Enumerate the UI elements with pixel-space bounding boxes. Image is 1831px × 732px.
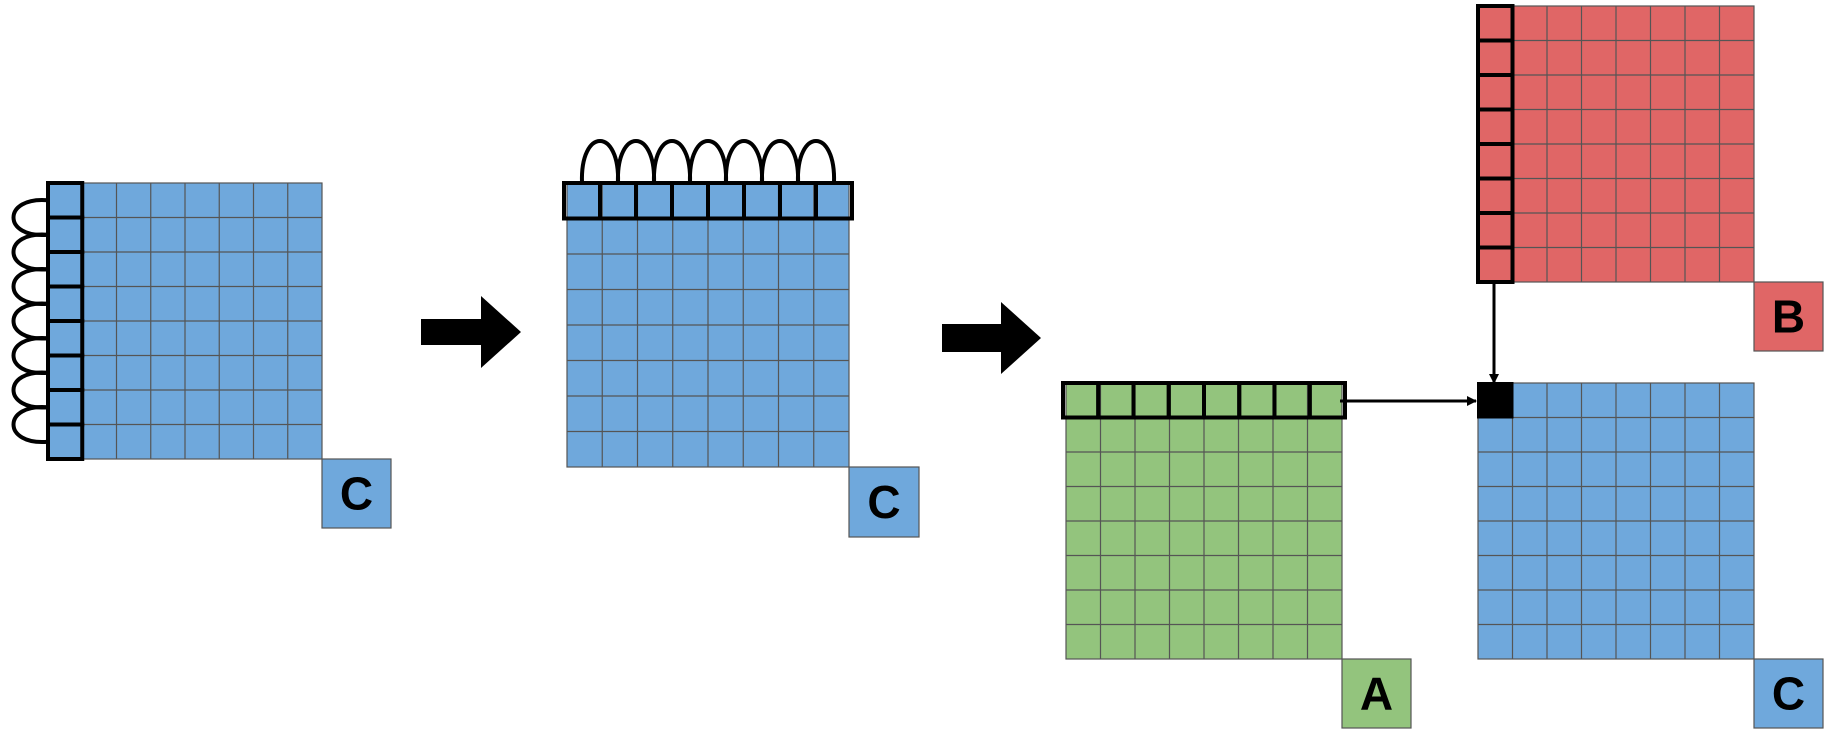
- matrix-a: A: [1061, 381, 1412, 729]
- loop-arc: [687, 139, 729, 184]
- matrix-c-step3: C: [1477, 382, 1824, 729]
- matrix-a-label-box: A: [1341, 658, 1412, 729]
- label-box-bg: [1753, 658, 1824, 729]
- label-box-bg: [1753, 281, 1824, 352]
- arrow-step1-to-step2: [421, 296, 521, 368]
- matrix-a-grid: [1065, 382, 1343, 660]
- label-box-bg: [848, 466, 920, 538]
- loop-arc: [11, 198, 49, 237]
- matrix-c-step1-grid: [47, 182, 323, 460]
- label-box-bg: [321, 458, 392, 529]
- matrix-b-grid: [1477, 5, 1755, 283]
- matrix-c-step2-highlight: [562, 181, 854, 221]
- highlighted-cell: [46, 422, 85, 461]
- highlighted-cell: [1477, 382, 1514, 419]
- matrix-c-step2-label-box: C: [848, 466, 920, 538]
- matrix-c-step3-label-box: C: [1753, 658, 1824, 729]
- matrix-c-step2-grid: [566, 182, 850, 468]
- matrix-c-step3-grid: [1477, 382, 1755, 660]
- matrix-b-highlight: [1476, 4, 1515, 284]
- matrix-c-step1-label-box: C: [321, 458, 392, 529]
- loop-arc: [615, 139, 657, 184]
- highlighted-cell: [814, 181, 854, 221]
- loop-arc: [651, 139, 693, 184]
- matrix-c-step2-loops: [579, 139, 837, 184]
- arrow-step2-to-step3: [942, 302, 1041, 374]
- matrix-c-step3-label: C: [1772, 668, 1805, 720]
- matrix-c-step1-highlight: [46, 181, 85, 461]
- loop-arc: [795, 139, 837, 184]
- matrix-c-step1-loops: [11, 198, 49, 444]
- loop-arc: [11, 232, 49, 272]
- matrix-c-step2: C: [562, 139, 920, 538]
- matrix-c-step1: C: [11, 181, 392, 529]
- matrix-c-step2-label: C: [867, 476, 900, 528]
- matrix-c-step1-label: C: [340, 468, 373, 520]
- loop-arc: [723, 139, 765, 184]
- loop-arc: [759, 139, 801, 184]
- loop-arc: [579, 139, 621, 184]
- loop-arc: [11, 267, 49, 306]
- label-box-bg: [1341, 658, 1412, 729]
- loop-arc: [11, 301, 49, 341]
- matrix-b: B: [1476, 4, 1824, 352]
- loop-arc: [11, 336, 49, 375]
- loop-arc: [11, 405, 49, 444]
- loop-arc: [11, 370, 49, 410]
- matrix-b-label-box: B: [1753, 281, 1824, 352]
- matrix-b-label: B: [1772, 291, 1805, 343]
- matrix-c-step3-highlight: [1477, 382, 1514, 419]
- matrix-a-label: A: [1360, 668, 1393, 720]
